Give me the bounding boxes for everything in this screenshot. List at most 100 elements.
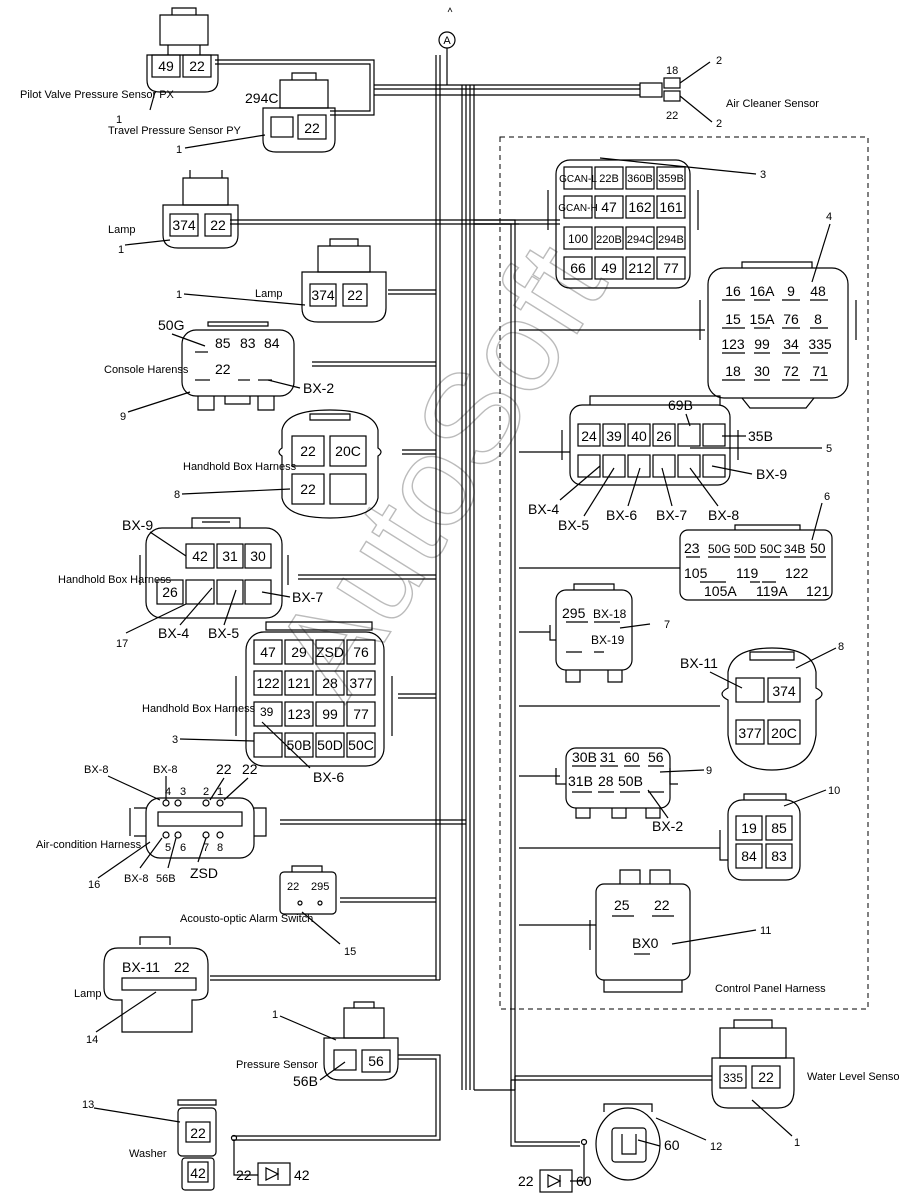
cp-connector-7: 295 BX-18 BX-19 7 [549,583,670,683]
cp-connector-11: 25 22 BX0 11 Control Panel Harness [589,869,826,995]
connector-px: 49 22 Pilot Valve Pressure Sensor PX 1 [20,7,219,126]
pressure-pin-56: 56 [368,1053,384,1069]
handhold2-pin-bx7: BX-7 [292,589,323,605]
cp5-label-bx8: BX-8 [708,507,739,523]
cp3-callout: 3 [760,169,766,181]
cp5-label-bx5: BX-5 [558,517,589,533]
cp9-pin-31b: 31B [568,773,593,789]
handhold3-pin-bx6: BX-6 [313,769,344,785]
lamp2-pin-22: 22 [347,287,363,303]
handhold3-pin-50d: 50D [317,737,343,753]
handhold3-pin-99: 99 [322,706,338,722]
handhold2-pin-26: 26 [162,584,178,600]
cp9-pin-60: 60 [624,749,640,765]
cp4-pin-9: 9 [787,283,795,299]
diode60-pin-60-out: 60 [576,1173,592,1189]
aircon-pin-7: 7 [203,842,209,854]
lamp2-callout: 1 [176,289,182,301]
lamp1-pin-22: 22 [210,217,226,233]
py-callout: 1 [176,144,182,156]
handhold2-pin-bx4: BX-4 [158,625,189,641]
handhold3-pin-29: 29 [291,644,307,660]
cp4-pin-76: 76 [783,311,799,327]
washer-diode-22: 22 [236,1167,252,1183]
cp6-pin-105a: 105A [704,583,737,599]
handhold1-pin-20c: 20C [335,443,361,459]
cp3-pin-gcan-l: GCAN-L [559,174,597,185]
cp4-pin-30: 30 [754,363,770,379]
handhold1-pin-22a: 22 [300,443,316,459]
handhold3-pin-76: 76 [353,644,369,660]
handhold2-pin-bx9: BX-9 [122,517,153,533]
cp4-pin-123: 123 [721,336,745,352]
cp5-pin-40: 40 [631,428,647,444]
connector-lamp1: 374 22 Lamp 1 [108,170,239,256]
cp5-label-69b: 69B [668,397,693,413]
travel-py-label: Travel Pressure Sensor PY [108,125,242,137]
connector-pressure: 56 56B Pressure Sensor 1 [236,1001,399,1089]
handhold1-callout: 8 [174,489,180,501]
harness-trunk [210,55,720,1147]
cp3-pin-47: 47 [601,199,617,215]
aircon-pin-5: 5 [165,842,171,854]
console-pin-85: 85 [215,335,231,351]
handhold3-pin-39: 39 [260,705,274,719]
aircon-pin-2: 2 [203,786,209,798]
diode60-pin-22: 22 [518,1173,534,1189]
cp10-pin-19: 19 [741,820,757,836]
cp5-label-bx6: BX-6 [606,507,637,523]
connector-handhold3: 47 29 ZSD 76 122 121 28 377 39 123 99 77… [142,621,393,785]
cp6-pin-119: 119 [736,565,759,581]
cp6-pin-105: 105 [684,565,708,581]
cp-connector-4: 16 16A 9 48 15 15A 76 8 123 99 34 335 18… [699,211,857,409]
pressure-callout: 1 [272,1009,278,1021]
connector-lamp2: 374 22 Lamp 1 [176,238,387,323]
cp5-pin-24: 24 [581,428,597,444]
py-pin-294c: 294C [245,90,278,106]
handhold3-label: Handhold Box Harness [142,703,256,715]
aircon-pin-bx8-top-b: BX-8 [153,764,177,776]
cp3-pin-77: 77 [663,260,679,276]
water-level-label: Water Level Sensor [807,1071,900,1083]
cp4-pin-71: 71 [812,363,828,379]
cp11-pin-22: 22 [654,897,670,913]
cp4-pin-8: 8 [814,311,822,327]
handhold3-pin-123: 123 [287,706,311,722]
console-callout: 9 [120,411,126,423]
handhold3-pin-121: 121 [287,675,311,691]
handhold3-pin-77: 77 [353,706,369,722]
cp4-pin-335: 335 [808,336,832,352]
cp10-callout: 10 [828,785,840,797]
cp5-pin-26: 26 [656,428,672,444]
cp5-callout: 5 [826,443,832,455]
cp10-pin-85: 85 [771,820,787,836]
acousto-pin-295: 295 [311,881,329,893]
cp-connector-9: 30B 31 60 56 31B 28 50B BX-2 9 [555,747,712,834]
cp5-pin-39: 39 [606,428,622,444]
connector-diode-60: 60 12 22 60 [518,1103,722,1193]
cp-connector-10: 19 85 84 83 10 [719,785,840,881]
acousto-label: Acousto-optic Alarm Switch [180,913,313,925]
aircon-pin-56b: 56B [156,873,176,885]
cp5-label-bx9: BX-9 [756,466,787,482]
cp8-pin-374: 374 [772,683,796,699]
handhold3-pin-28: 28 [322,675,338,691]
washer-callout: 13 [82,1099,94,1111]
cp3-pin-22b: 22B [599,173,619,185]
cp11-pin-25: 25 [614,897,630,913]
cp11-pin-bx0: BX0 [632,935,659,951]
acousto-pin-22: 22 [287,881,299,893]
connector-console: 50G 85 83 84 22 BX-2 Console Harenss 9 [104,317,334,423]
py-pin-22: 22 [304,120,320,136]
cp6-pin-119a: 119A [756,583,788,599]
aircon-pin-bx8-top-a: BX-8 [84,764,108,776]
cp10-pin-84: 84 [741,848,757,864]
connector-washer: 22 42 Washer 13 22 42 [82,1099,310,1191]
air-cleaner-callout-top: 2 [716,55,722,67]
handhold2-callout: 17 [116,638,128,650]
aircon-pin-6: 6 [180,842,186,854]
control-panel-boundary [499,136,869,1010]
cp5-label-35b: 35B [748,428,773,444]
cp6-pin-50g: 50G [708,542,731,556]
cp3-pin-162: 162 [628,199,652,215]
